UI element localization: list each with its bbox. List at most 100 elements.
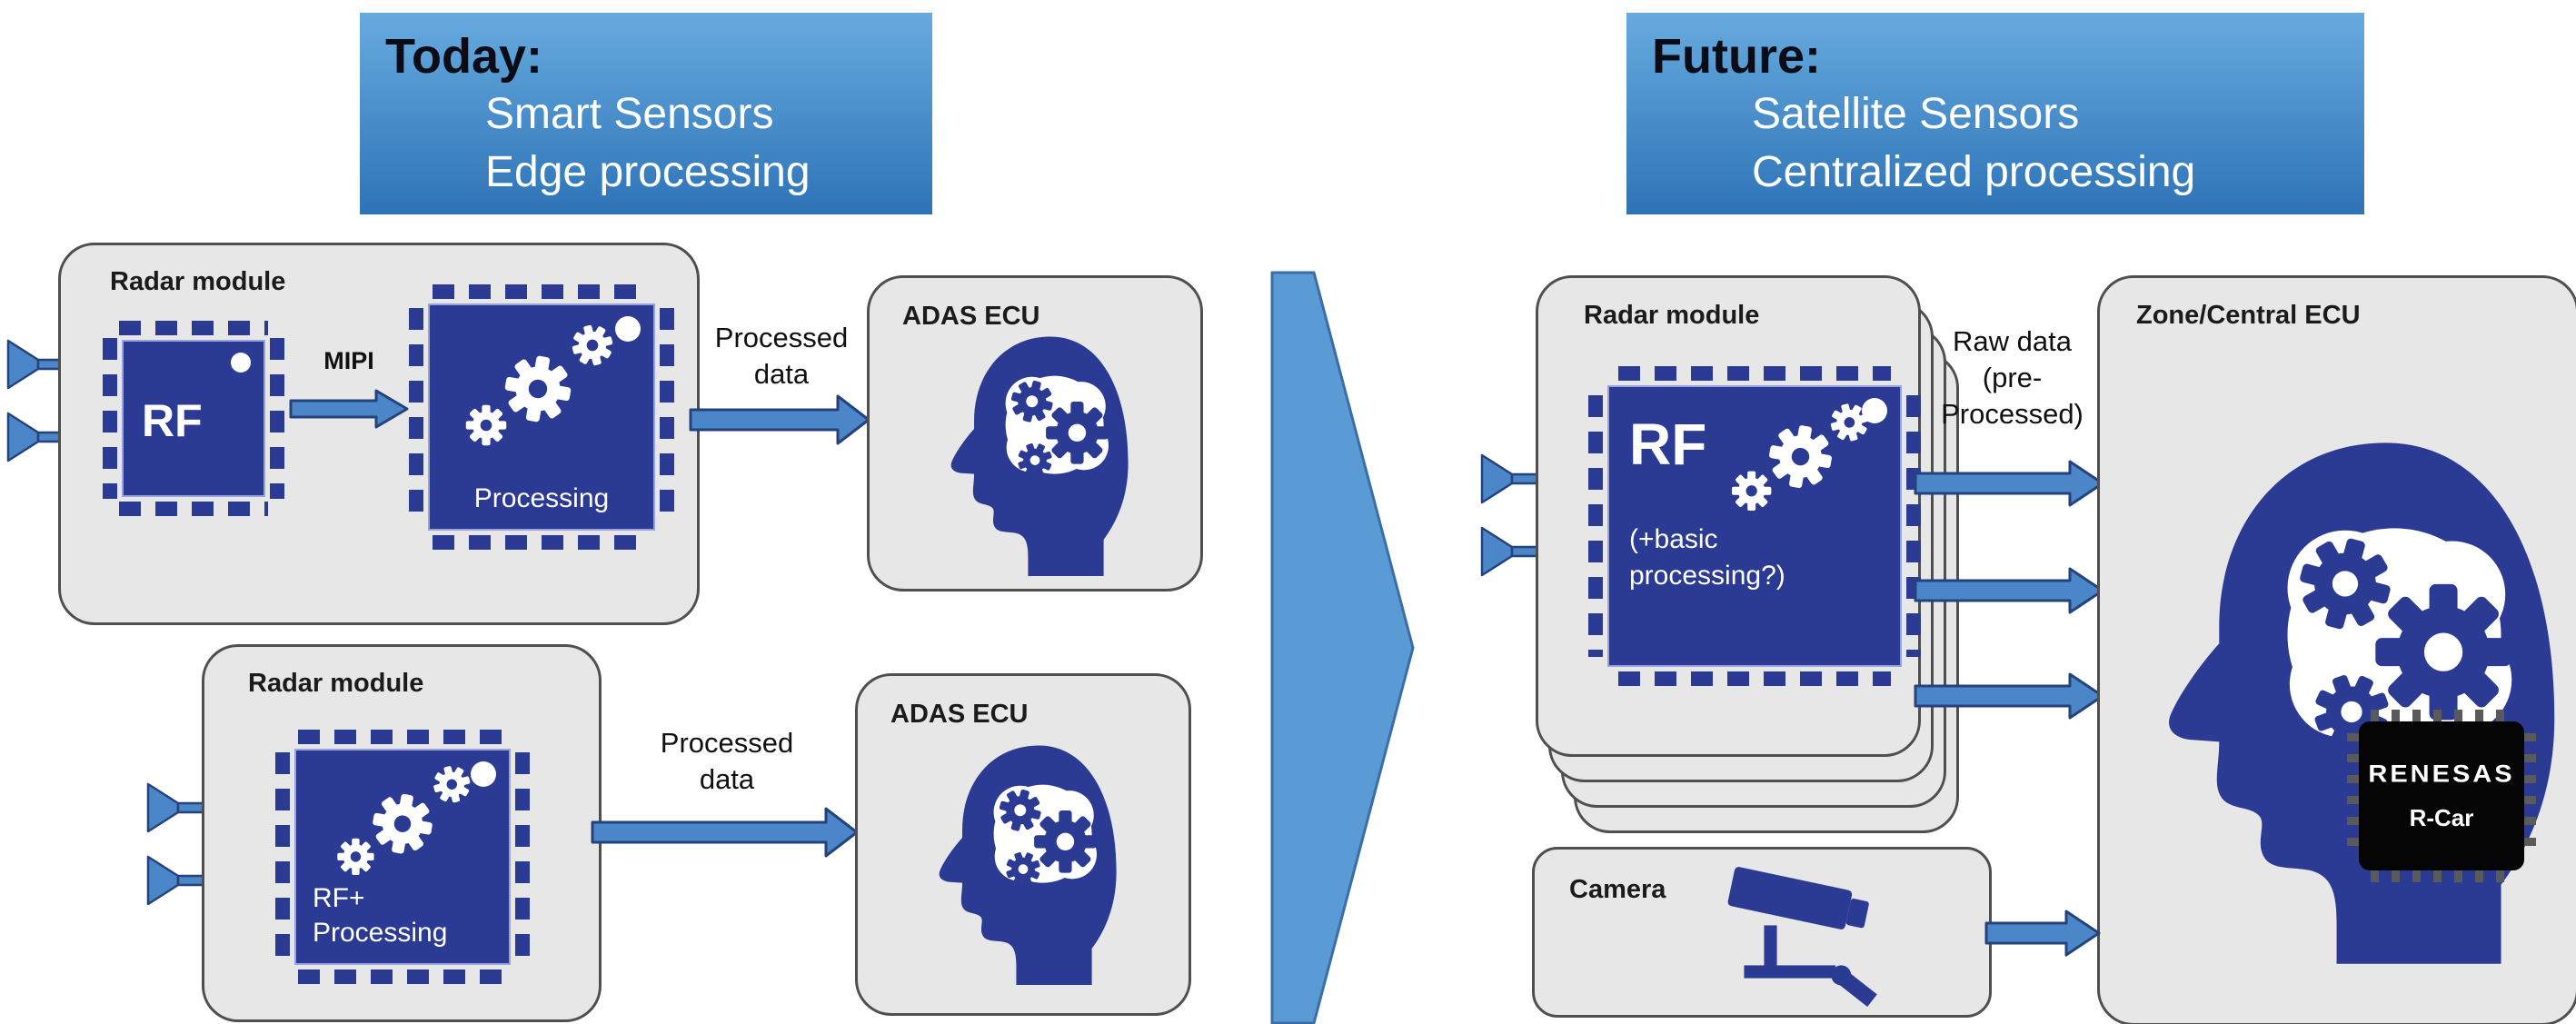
today-header-title-row: Today:: [360, 13, 932, 85]
processed-data-line2: data: [699, 763, 755, 795]
chip-pins-icon: [298, 969, 507, 984]
future-title: Future: [1652, 29, 1805, 84]
chip-dot-icon: [471, 761, 496, 787]
chip-pins-icon: [298, 730, 507, 744]
today-colon: :: [526, 29, 542, 84]
rf-chip-body: RF: [122, 340, 265, 497]
chip-dot-icon: [615, 316, 641, 342]
brain-head-icon: [937, 331, 1133, 576]
processing-question-line: processing?): [1629, 561, 1785, 591]
rf-processing-chip-body: RF+ Processing: [294, 749, 511, 965]
chip-pins-icon: [1588, 394, 1603, 658]
camera-box: Camera: [1532, 847, 1992, 1018]
rf-processing-chip-label: RF+ Processing: [313, 881, 447, 950]
zone-central-ecu-box: Zone/Central ECU RENESAS R-Car: [2097, 275, 2576, 1024]
chip-pins-icon: [119, 321, 268, 335]
antenna-icon: [146, 782, 207, 833]
chip-dot-icon: [231, 353, 251, 373]
chip-pins-icon: [515, 752, 530, 961]
rf-plus-line: RF+: [313, 883, 365, 913]
adas-ecu-bottom-box: ADAS ECU: [855, 673, 1191, 1016]
raw-data-line3: Processed): [1941, 398, 2084, 430]
renesas-rcar-chip-body: RENESAS R-Car: [2359, 721, 2524, 870]
renesas-logo: RENESAS: [2368, 761, 2515, 788]
chip-pins-icon: [103, 338, 117, 499]
chip-pins-icon: [660, 308, 674, 526]
rf-processing-chip: RF+ Processing: [275, 730, 530, 984]
today-header: Today: Smart Sensors Edge processing: [360, 13, 932, 214]
rf-chip: RF: [103, 321, 284, 516]
raw-data-arrow-2: [1914, 567, 2104, 614]
processed-data-label-bottom: Processed data: [636, 725, 818, 798]
rcar-label: R-Car: [2409, 804, 2474, 831]
antenna-icon: [146, 855, 207, 906]
basic-line: (+basic: [1629, 524, 1718, 554]
radar-module-bottom-label: Radar module: [248, 669, 424, 698]
chip-pins-icon: [2347, 733, 2360, 859]
processed-data-label-top: Processed data: [700, 320, 863, 393]
chip-pins-icon: [2523, 733, 2536, 859]
rf-chip-sub-label: (+basic processing?): [1629, 522, 1785, 594]
today-line-2: Edge processing: [485, 148, 811, 196]
adas-ecu-bottom-label: ADAS ECU: [890, 700, 1029, 729]
processing-chip: Processing: [409, 284, 674, 550]
future-header-title-row: Future:: [1626, 13, 2364, 85]
future-line-2: Centralized processing: [1752, 148, 2196, 196]
radar-module-future-label: Radar module: [1584, 301, 1760, 330]
brain-head-icon: [2138, 430, 2565, 964]
camera-label: Camera: [1569, 875, 1666, 904]
radar-module-top-box: Radar module RF MIPI: [58, 243, 700, 625]
processed-data-arrow-top: [689, 394, 870, 445]
chip-pins-icon: [1906, 394, 1921, 658]
gears-icon: [337, 760, 477, 876]
chip-pins-icon: [2371, 870, 2512, 882]
processing-chip-label: Processing: [473, 483, 610, 513]
chip-pins-icon: [119, 502, 268, 516]
processed-data-line1: Processed: [660, 727, 794, 759]
adas-ecu-top-label: ADAS ECU: [902, 302, 1040, 331]
today-title: Today: [385, 29, 527, 84]
radar-module-bottom-box: Radar module RF+ Processing: [202, 644, 602, 1022]
chip-pins-icon: [409, 308, 423, 526]
future-colon: :: [1805, 29, 1821, 84]
gears-icon: [465, 318, 621, 446]
radar-module-future-box: Radar module RF (+basic processing?): [1536, 275, 1921, 757]
raw-data-arrow-1: [1914, 460, 2104, 507]
chip-pins-icon: [433, 535, 651, 550]
rf-basic-processing-chip: RF (+basic processing?): [1588, 366, 1921, 686]
chip-pins-icon: [1617, 671, 1892, 686]
chip-pins-icon: [433, 284, 651, 299]
transition-arrow-icon: [1270, 271, 1415, 1024]
processed-data-arrow-bottom: [591, 807, 859, 858]
rf-basic-processing-chip-body: RF (+basic processing?): [1607, 385, 1902, 667]
raw-data-label: Raw data (pre- Processed): [1919, 323, 2105, 432]
today-line-1: Smart Sensors: [485, 90, 774, 138]
future-line-1: Satellite Sensors: [1752, 90, 2080, 138]
brain-head-icon: [925, 740, 1121, 985]
camera-icon: [1727, 867, 1877, 1007]
rf-chip-label: RF: [1629, 412, 1707, 477]
processed-data-line1: Processed: [714, 322, 849, 353]
rf-chip-label: RF: [142, 395, 203, 446]
future-header: Future: Satellite Sensors Centralized pr…: [1626, 13, 2364, 214]
gears-icon: [1731, 398, 1875, 511]
renesas-rcar-chip: RENESAS R-Car: [2347, 710, 2536, 882]
raw-data-line1: Raw data: [1953, 325, 2072, 357]
raw-data-line2: (pre-: [1982, 362, 2043, 393]
chip-pins-icon: [1617, 366, 1892, 381]
camera-arrow: [1984, 910, 2101, 957]
chip-pins-icon: [2371, 710, 2512, 722]
mipi-label: MIPI: [323, 347, 374, 374]
processed-data-line2: data: [753, 358, 810, 390]
chip-pins-icon: [270, 338, 284, 499]
chip-pins-icon: [275, 752, 290, 961]
raw-data-arrow-3: [1914, 672, 2104, 720]
adas-ecu-top-box: ADAS ECU: [867, 275, 1203, 592]
mipi-arrow: [289, 389, 409, 429]
antenna-icon: [1480, 526, 1541, 577]
radar-module-top-label: Radar module: [110, 267, 286, 296]
processing-line: Processing: [313, 918, 448, 948]
zone-central-ecu-label: Zone/Central ECU: [2136, 301, 2361, 330]
processing-chip-body: Processing: [428, 303, 655, 531]
